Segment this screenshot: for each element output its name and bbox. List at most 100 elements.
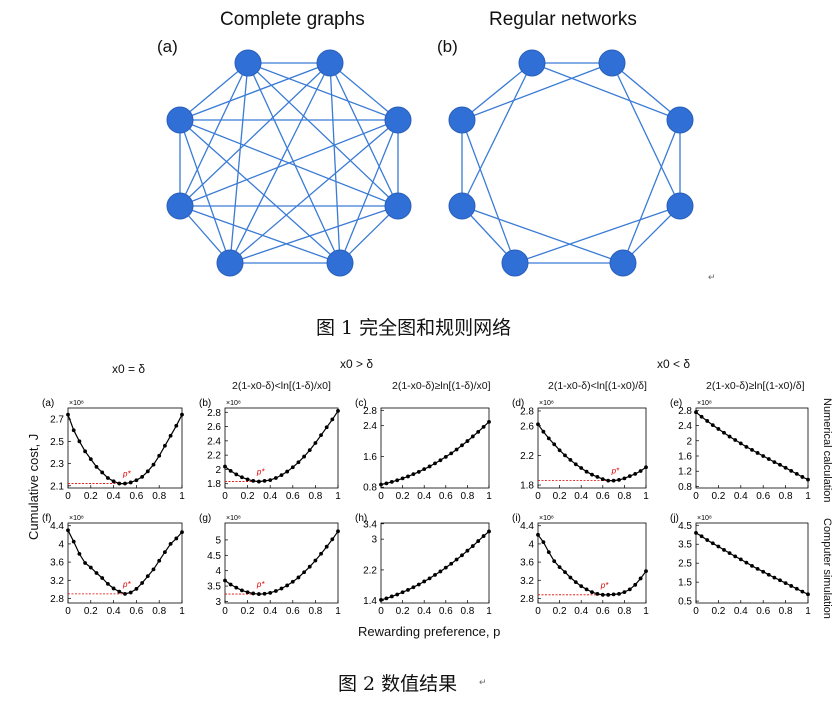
data-point [800,475,805,479]
series-line [224,410,339,483]
regular-network-edge [461,205,624,264]
series-line [380,531,490,601]
data-point [379,598,383,602]
panel-label: (d) [512,398,524,409]
data-point [481,534,486,538]
panel-label: (i) [512,513,521,524]
data-point [584,587,589,592]
complete-graph-edge [247,62,341,264]
data-point [694,530,698,535]
x-tick-label: 1 [805,606,811,617]
complete-graphs-title: Complete graphs [220,9,365,30]
y-tick-label: 4.5 [207,551,221,562]
data-point [262,478,267,483]
x-tick-label: 0.4 [734,606,748,617]
data-point [465,439,470,443]
data-point [778,462,782,467]
header-x0-eq: x0 = δ [112,362,146,376]
data-point [257,479,261,484]
x-tick-label: 0.2 [241,606,255,617]
panel-label: (g) [199,513,211,524]
data-point [427,464,432,469]
y-tick-label: 3.6 [520,558,534,569]
data-point [330,537,335,542]
x-tick-label: 1 [486,491,492,502]
y-tick-label: 4.5 [678,521,692,532]
y-tick-label: 2.8 [520,406,534,417]
x-tick-label: 0 [222,491,228,502]
y-tick-label: 2.5 [678,559,692,570]
y-tick-label: 5 [215,535,221,546]
data-point [145,574,150,579]
data-point [727,434,732,439]
data-point [633,472,638,476]
data-point [324,544,329,549]
data-point [400,476,405,481]
panel-label: (h) [355,513,367,524]
regular-network-node [666,106,694,134]
complete-graph [166,49,412,277]
x-tick-label: 0.2 [553,491,567,502]
exponent-label: ×10⁸ [69,400,84,407]
data-point [710,423,715,428]
optimum-label: p* [122,470,131,479]
exponent-label: ×10⁸ [539,400,554,407]
data-point [622,476,627,481]
x-tick-label: 0 [535,606,541,617]
data-point [273,476,278,480]
panel-label: (f) [42,513,51,524]
exponent-label: ×10⁸ [226,400,241,407]
optimum-label: p* [611,467,620,476]
regular-network-node [448,106,476,134]
data-point [83,449,87,454]
data-point [163,443,167,448]
data-point [460,443,464,448]
axes-frame [380,522,490,604]
data-point [324,425,329,430]
x-tick-label: 0.6 [756,606,770,617]
data-point [290,579,295,584]
axes-frame [380,407,490,489]
x-tick-label: 0.8 [460,606,474,617]
data-point [268,478,273,483]
y-tick-label: 4 [58,539,64,550]
data-point [285,583,290,588]
regular-network-node [448,192,476,220]
y-tick-label: 2.6 [207,422,221,433]
data-point [128,480,133,485]
x-tick-label: 1 [643,606,649,617]
panel-label: (j) [670,513,679,524]
y-tick-label: 2.2 [520,451,534,462]
y-tick-label: 1.6 [363,452,377,463]
axes-frame [67,522,183,604]
data-point [395,592,400,597]
data-point [438,458,443,463]
y-tick-label: 2 [215,465,221,476]
x-tick-label: 0.2 [84,491,98,502]
axes-frame [67,407,183,489]
data-point [174,423,179,428]
data-point [789,468,794,473]
data-point [319,551,323,556]
data-point [487,529,491,534]
data-point [71,428,76,433]
data-point [470,544,475,548]
data-point [633,582,638,587]
complete-graph-edge [179,119,341,264]
data-point [106,476,110,480]
data-point [755,451,760,455]
data-point [449,451,454,456]
data-point [245,477,250,482]
data-point [644,569,648,574]
complete-graph-node [216,249,244,277]
complete-graph-edge [179,62,249,121]
data-point [180,530,184,534]
data-point [427,576,432,581]
data-point [449,561,454,566]
data-point [606,592,611,597]
y-tick-label: 4 [528,539,534,550]
x-tick-label: 0 [222,606,228,617]
